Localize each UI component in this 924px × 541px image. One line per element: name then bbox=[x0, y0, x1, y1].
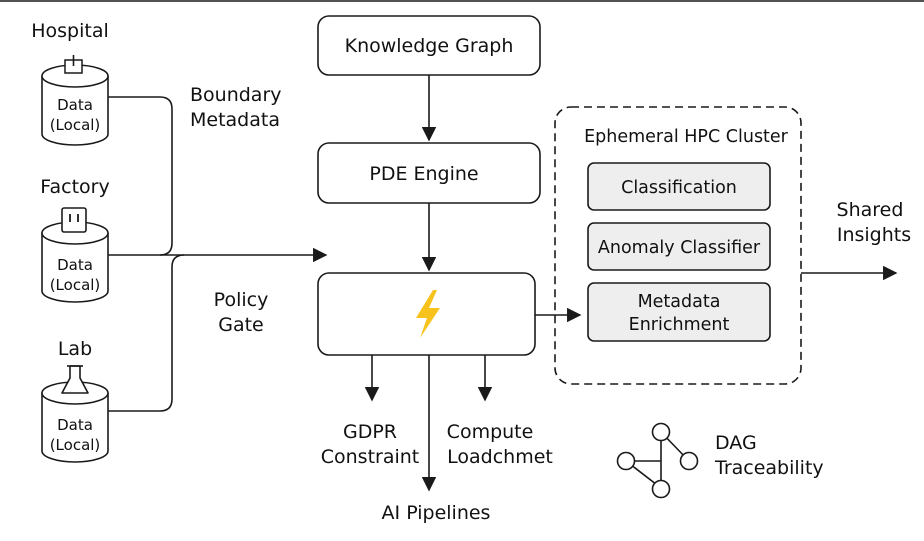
cluster-border bbox=[554, 106, 802, 385]
ai-pipelines-label: AI Pipelines bbox=[382, 502, 491, 524]
cylinder-text-2: (Local) bbox=[50, 276, 101, 294]
policy-gate-box bbox=[317, 272, 536, 356]
policy-label-2: Gate bbox=[218, 314, 264, 336]
gdpr-label-1: GDPR bbox=[343, 421, 397, 443]
cluster-title: Ephemeral HPC Cluster bbox=[584, 127, 789, 147]
shared-label-2: Insights bbox=[837, 224, 911, 246]
dag-label-2: Traceability bbox=[714, 457, 824, 479]
connector-lab bbox=[108, 254, 185, 412]
classification-box bbox=[587, 162, 771, 211]
metadata-enrichment-box bbox=[587, 282, 771, 342]
knowledge-graph-box: Knowledge Graph bbox=[317, 15, 541, 76]
knowledge-graph-label: Knowledge Graph bbox=[345, 35, 514, 57]
gdpr-label-2: Constraint bbox=[321, 446, 420, 468]
flask-icon bbox=[61, 365, 89, 394]
anomaly-classifier-box bbox=[587, 222, 771, 271]
source-hospital: Hospital Data (Local) bbox=[31, 20, 109, 146]
pde-engine-box: PDE Engine bbox=[317, 142, 541, 204]
anomaly-classifier-label: Anomaly Classifier bbox=[598, 238, 761, 258]
compute-label-1: Compute bbox=[447, 421, 534, 443]
compute-label-2: Loadchmet bbox=[447, 446, 553, 468]
cylinder-text-2: (Local) bbox=[50, 116, 101, 134]
enrichment-label: Enrichment bbox=[629, 315, 730, 335]
cylinder-body bbox=[41, 393, 109, 463]
cylinder-body bbox=[41, 76, 109, 146]
boundary-label-2: Metadata bbox=[190, 109, 280, 131]
dag-graph-icon bbox=[616, 422, 699, 499]
dag-label-1: DAG bbox=[715, 432, 757, 454]
socket-icon bbox=[61, 207, 87, 233]
connector-hospital bbox=[108, 96, 173, 256]
metadata-label: Metadata bbox=[638, 292, 721, 312]
lightning-bolt-icon bbox=[416, 290, 440, 338]
source-factory: Factory Data (Local) bbox=[40, 176, 110, 303]
cylinder-text-1: Data bbox=[57, 256, 93, 274]
boundary-label-1: Boundary bbox=[190, 84, 282, 106]
cylinder-text-2: (Local) bbox=[50, 436, 101, 454]
source-label: Hospital bbox=[31, 20, 109, 42]
cylinder-text-1: Data bbox=[57, 96, 93, 114]
classification-label: Classification bbox=[621, 178, 737, 198]
pde-engine-label: PDE Engine bbox=[369, 163, 478, 185]
plug-icon bbox=[64, 55, 83, 74]
shared-label-1: Shared bbox=[837, 199, 904, 221]
cylinder-body bbox=[41, 233, 109, 303]
policy-label-1: Policy bbox=[214, 289, 269, 311]
hpc-cluster: Ephemeral HPC Cluster Classification Ano… bbox=[554, 106, 802, 385]
source-lab: Lab Data (Local) bbox=[41, 338, 109, 463]
source-label: Lab bbox=[58, 338, 92, 360]
cylinder-text-1: Data bbox=[57, 416, 93, 434]
source-label: Factory bbox=[40, 176, 109, 198]
